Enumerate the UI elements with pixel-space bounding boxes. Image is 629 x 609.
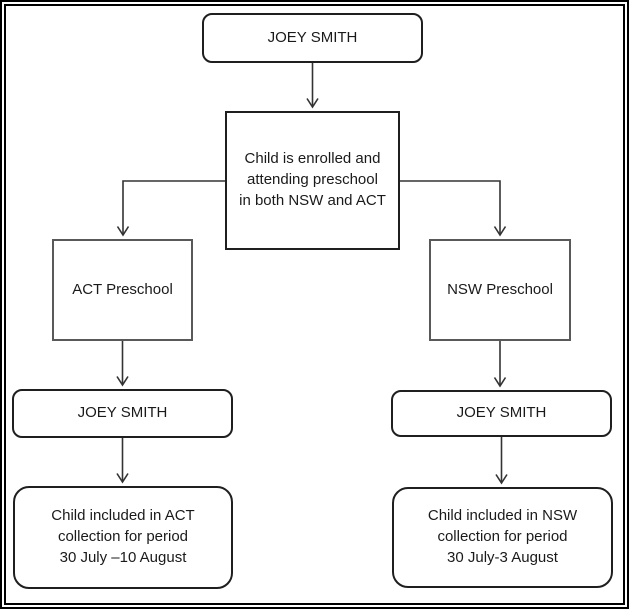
node-act-preschool: ACT Preschool xyxy=(52,239,193,341)
arrow-enrolled-to-nsw xyxy=(400,180,507,237)
arrow-enrolled-to-act xyxy=(116,180,225,237)
node-child-enrolled-both: Child is enrolled and attending preschoo… xyxy=(225,111,400,250)
node-nsw-collection: Child included in NSW collection for per… xyxy=(392,487,613,588)
node-nsw-preschool: NSW Preschool xyxy=(429,239,571,341)
node-right-joey-smith: JOEY SMITH xyxy=(391,390,612,437)
node-act-collection: Child included in ACT collection for per… xyxy=(13,486,233,589)
node-left-joey-smith: JOEY SMITH xyxy=(12,389,233,438)
node-top-joey-smith: JOEY SMITH xyxy=(202,13,423,63)
